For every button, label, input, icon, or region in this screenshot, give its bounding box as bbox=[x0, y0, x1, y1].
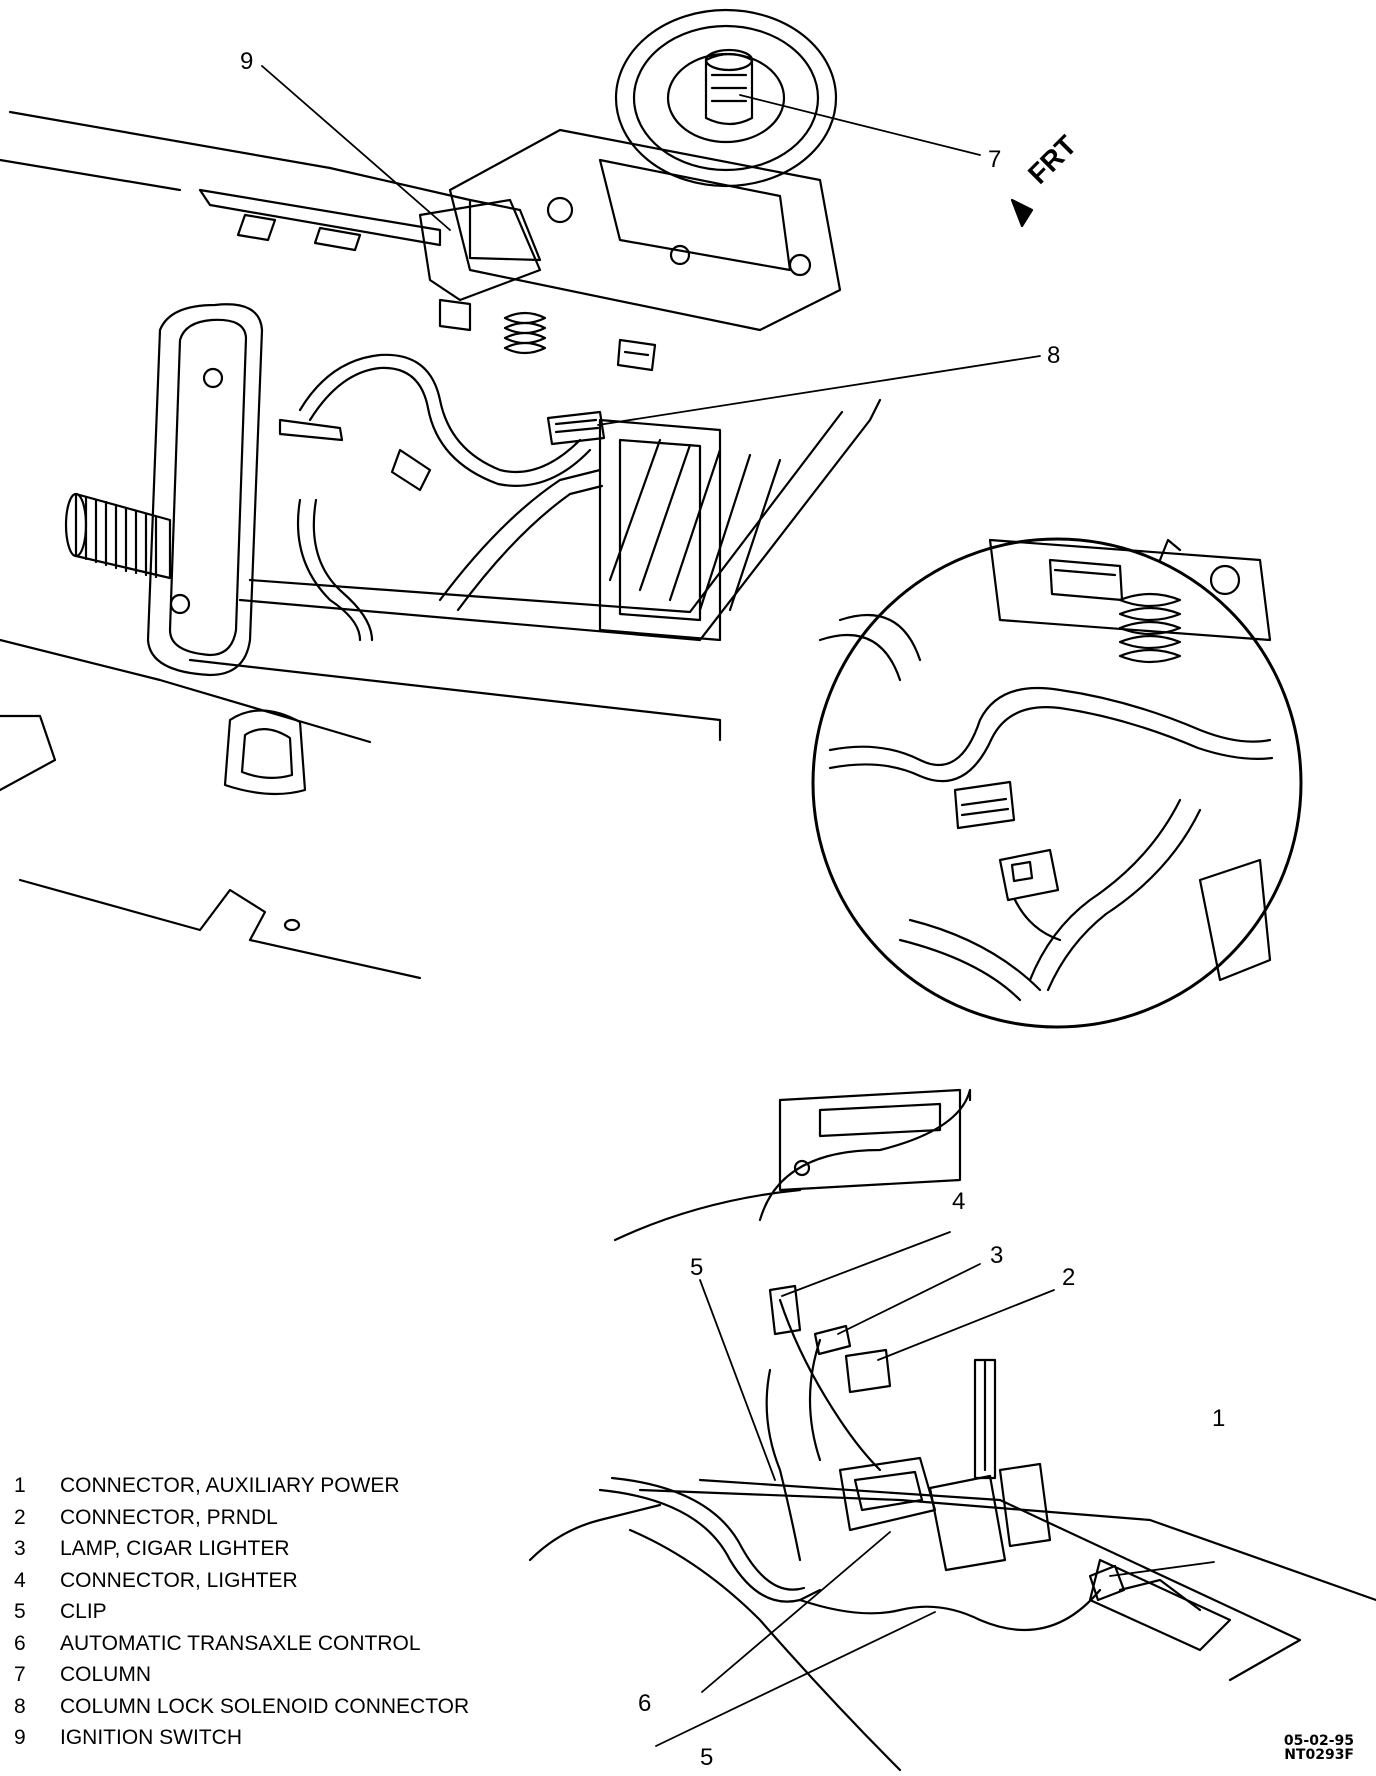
callout-2: 2 bbox=[1062, 1264, 1076, 1291]
legend-item: 2 CONNECTOR, PRNDL bbox=[14, 1502, 469, 1534]
legend-item: 1 CONNECTOR, AUXILIARY POWER bbox=[14, 1470, 469, 1502]
legend-item: 5 CLIP bbox=[14, 1596, 469, 1628]
figure-reference: 05-02-95 NT0293F bbox=[1284, 1734, 1354, 1762]
legend-text: CONNECTOR, LIGHTER bbox=[60, 1568, 298, 1592]
legend-item: 8 COLUMN LOCK SOLENOID CONNECTOR bbox=[14, 1691, 469, 1723]
callout-6: 6 bbox=[638, 1690, 652, 1717]
callout-8: 8 bbox=[1047, 342, 1061, 369]
legend-number: 3 bbox=[14, 1537, 26, 1560]
console-view bbox=[528, 1088, 1376, 1772]
callout-7: 7 bbox=[988, 146, 1002, 173]
legend-number: 6 bbox=[14, 1631, 26, 1655]
legend-item: 7 COLUMN bbox=[14, 1659, 469, 1691]
legend-text: COLUMN LOCK SOLENOID CONNECTOR bbox=[60, 1694, 470, 1718]
legend-text: LAMP, CIGAR LIGHTER bbox=[60, 1537, 290, 1560]
legend-text: COLUMN bbox=[60, 1663, 152, 1686]
legend-number: 2 bbox=[14, 1505, 26, 1529]
legend-item: 4 CONNECTOR, LIGHTER bbox=[14, 1565, 469, 1597]
legend-text: CLIP bbox=[60, 1600, 107, 1623]
legend-item: 3 LAMP, CIGAR LIGHTER bbox=[14, 1533, 469, 1565]
callout-5-upper: 5 bbox=[690, 1254, 704, 1281]
callout-9: 9 bbox=[240, 48, 254, 75]
legend-text: CONNECTOR, AUXILIARY POWER bbox=[60, 1474, 400, 1497]
legend-item: 9 IGNITION SWITCH bbox=[14, 1722, 469, 1754]
callout-4: 4 bbox=[952, 1188, 966, 1215]
legend-number: 7 bbox=[14, 1663, 26, 1686]
legend-number: 8 bbox=[14, 1694, 26, 1718]
legend-text: AUTOMATIC TRANSAXLE CONTROL bbox=[60, 1631, 421, 1655]
leader-lines bbox=[261, 65, 1215, 1747]
legend-number: 5 bbox=[14, 1600, 26, 1623]
callout-1: 1 bbox=[1212, 1405, 1226, 1432]
legend-item: 6 AUTOMATIC TRANSAXLE CONTROL bbox=[14, 1628, 469, 1660]
detail-inset bbox=[811, 537, 1303, 1029]
callout-5-lower: 5 bbox=[700, 1744, 714, 1771]
legend-number: 9 bbox=[14, 1726, 26, 1749]
legend-text: IGNITION SWITCH bbox=[60, 1726, 242, 1749]
legend-number: 4 bbox=[14, 1568, 26, 1592]
callout-3: 3 bbox=[990, 1242, 1004, 1269]
dashboard-view bbox=[0, 8, 1034, 980]
legend-number: 1 bbox=[14, 1474, 26, 1497]
figure-code: NT0293F bbox=[1284, 1747, 1354, 1763]
legend-text: CONNECTOR, PRNDL bbox=[60, 1505, 278, 1529]
figure-date: 05-02-95 bbox=[1283, 1733, 1354, 1749]
